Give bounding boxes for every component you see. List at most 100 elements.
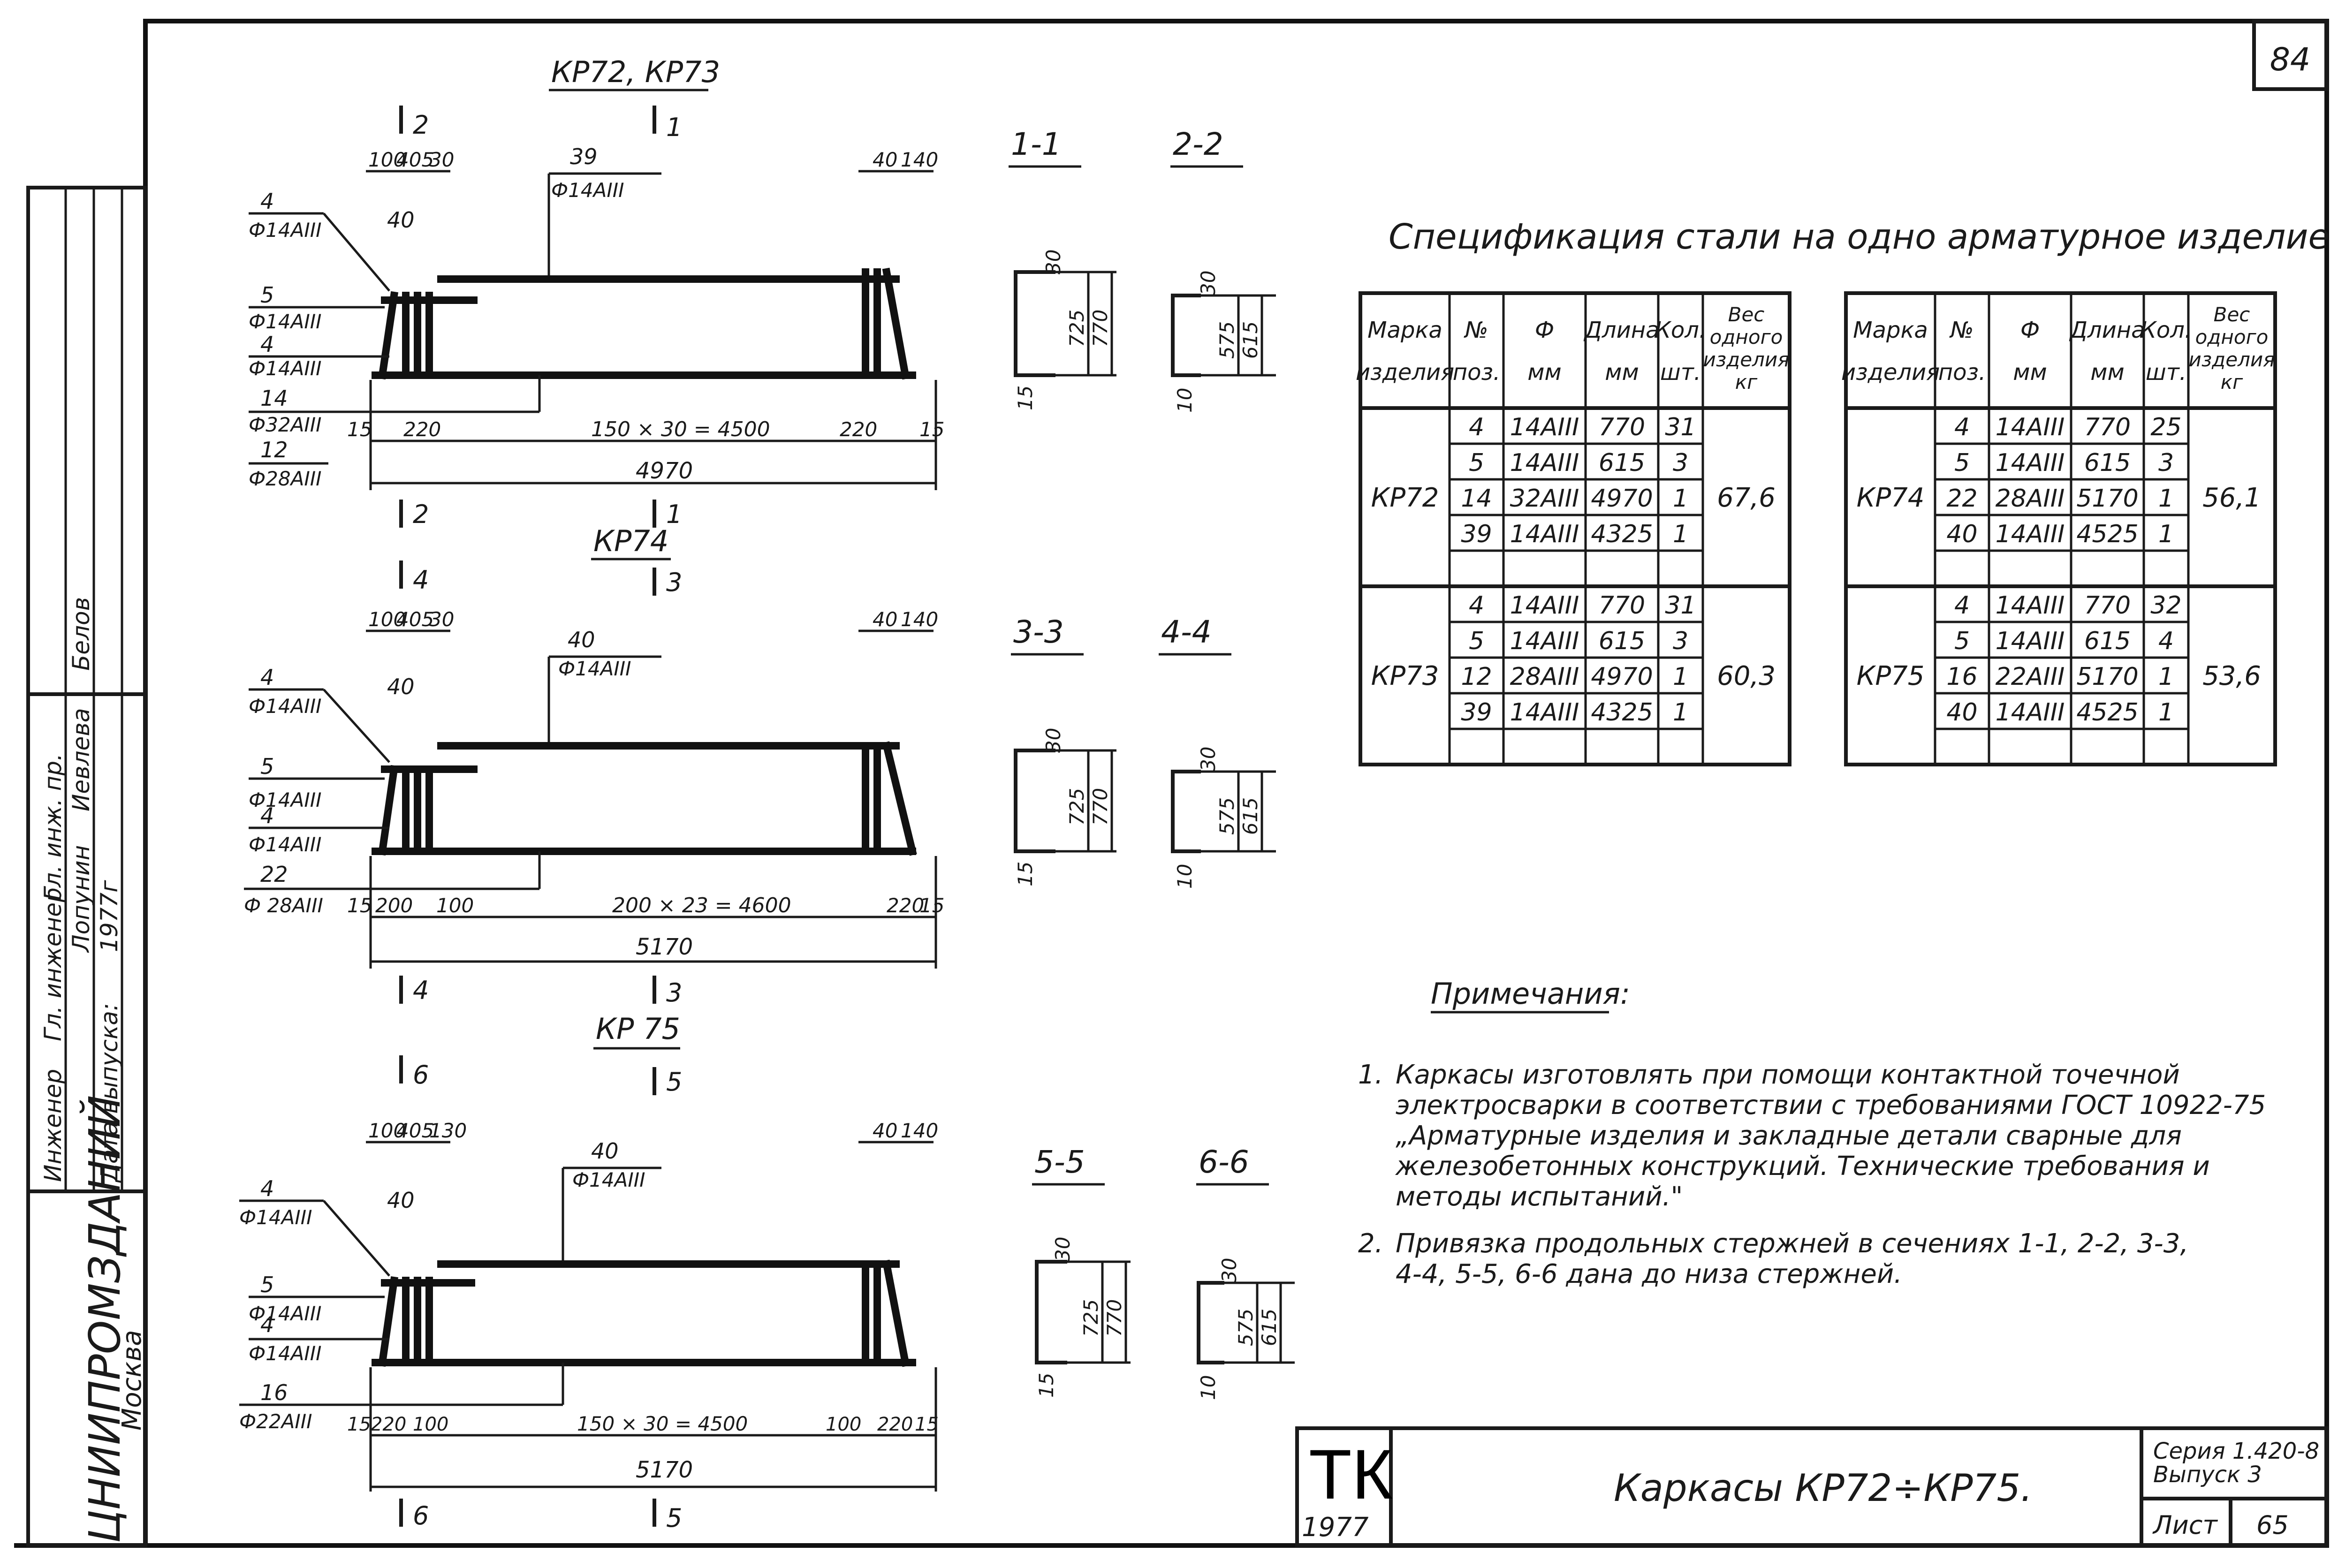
stamp-role-1: Гл. инженер bbox=[39, 887, 67, 1041]
section-dim: 615 bbox=[1239, 797, 1262, 835]
section-dim: 615 bbox=[1258, 1309, 1281, 1346]
dim-bottom: 100 bbox=[413, 1414, 448, 1435]
spec-cell: 14AIII bbox=[1510, 698, 1579, 727]
spec-header: изделия bbox=[1841, 359, 1940, 386]
note-line: „Арматурные изделия и закладные детали с… bbox=[1396, 1121, 2182, 1151]
side-stamp: ЦНИИПРОМЗДАНИЙ Москва Инженер Гл. инжене… bbox=[26, 186, 147, 1547]
section-label: 5-5 bbox=[1034, 1144, 1085, 1180]
frame-title: КР72, КР73 bbox=[551, 55, 720, 89]
spec-cell: 1 bbox=[1673, 485, 1688, 513]
spec-header: кг bbox=[2221, 371, 2243, 394]
spec-cell: 770 bbox=[1599, 413, 1645, 441]
spec-header: № bbox=[1464, 317, 1488, 343]
spec-mark: КР73 bbox=[1371, 661, 1439, 691]
spec-header: Длина bbox=[2069, 317, 2145, 343]
spec-cell: 40 bbox=[1946, 698, 1977, 727]
spec-cell: 32AIII bbox=[1510, 485, 1579, 513]
issue-label: Выпуск 3 bbox=[2153, 1462, 2262, 1488]
drawing-title: Каркасы КР72÷КР75. bbox=[1614, 1466, 2033, 1510]
spec-cell: 14AIII bbox=[1510, 627, 1579, 655]
spec-cell: 5 bbox=[1954, 449, 1970, 477]
side-num: 14 bbox=[260, 386, 288, 411]
spec-header: изделия bbox=[1703, 348, 1790, 371]
spec-header: Кол. bbox=[1655, 317, 1706, 343]
section-dim: 30 bbox=[1042, 728, 1065, 753]
side-spec: Ф14AIII bbox=[249, 1342, 322, 1365]
spec-cell: 770 bbox=[1599, 591, 1645, 620]
section-dim: 725 bbox=[1065, 788, 1088, 826]
dim-top: 130 bbox=[429, 1119, 467, 1142]
spec-cell: 4 bbox=[1954, 591, 1970, 620]
spec-cell: 14AIII bbox=[1510, 591, 1579, 620]
spec-cell: 5 bbox=[1954, 627, 1970, 655]
section-dim: 615 bbox=[1239, 321, 1262, 359]
total-length: 4970 bbox=[636, 458, 693, 484]
spec-cell: 770 bbox=[2084, 591, 2131, 620]
spec-cell: 3 bbox=[1673, 449, 1688, 477]
spec-cell: 4325 bbox=[1591, 698, 1653, 727]
side-spec: Ф14AIII bbox=[249, 833, 322, 856]
spec-cell: 14 bbox=[1461, 485, 1492, 513]
spec-cell: 4970 bbox=[1591, 485, 1653, 513]
dim-bottom: 150 × 30 = 4500 bbox=[591, 417, 770, 441]
sections-1: 1-1 2-2 30 725 770 15 30 575 615 10 bbox=[1009, 126, 1276, 413]
spec-weight: 67,6 bbox=[1717, 483, 1776, 513]
note-line: методы испытаний." bbox=[1396, 1182, 1683, 1212]
section-dim: 15 bbox=[1014, 386, 1037, 410]
frame-kr75: КР 75 6 5 100 405 130 40 140 40 Ф14AIII … bbox=[239, 1012, 939, 1533]
section-label: 6-6 bbox=[1199, 1144, 1249, 1180]
cut-label: 6 bbox=[413, 1060, 429, 1090]
spec-cell: 12 bbox=[1461, 663, 1492, 691]
note-number: 2. bbox=[1358, 1228, 1383, 1259]
section-dim: 725 bbox=[1079, 1299, 1102, 1337]
side-num: 5 bbox=[260, 754, 274, 779]
dim-top: 30 bbox=[429, 148, 454, 171]
dim-bottom: 220 bbox=[371, 1414, 406, 1435]
spec-header: изделия bbox=[2189, 348, 2275, 371]
side-spec: Ф32AIII bbox=[249, 413, 322, 436]
spec-cell: 4970 bbox=[1591, 663, 1653, 691]
section-dim: 770 bbox=[1089, 788, 1112, 826]
bar-num: 40 bbox=[591, 1138, 619, 1164]
cut-label: 3 bbox=[666, 568, 682, 597]
spec-weight: 53,6 bbox=[2202, 661, 2261, 691]
spec-cell: 14AIII bbox=[1996, 520, 2065, 548]
stamp-year: 1977 bbox=[1302, 1512, 1369, 1543]
side-spec: Ф14AIII bbox=[249, 310, 322, 333]
section-dim: 10 bbox=[1197, 1375, 1220, 1400]
section-dim: 725 bbox=[1065, 310, 1088, 347]
note-line: железобетонных конструкций. Технические … bbox=[1395, 1151, 2210, 1182]
dim-top: 405 bbox=[396, 148, 434, 171]
section-dim: 575 bbox=[1215, 797, 1238, 835]
spec-cell: 3 bbox=[1673, 627, 1688, 655]
section-dim: 15 bbox=[1035, 1373, 1058, 1398]
sections-3: 5-5 6-6 30 725 770 15 30 575 615 10 bbox=[1032, 1144, 1295, 1400]
dim-bottom: 15 bbox=[347, 894, 372, 917]
sheet-word: Лист bbox=[2152, 1510, 2218, 1540]
section-cage bbox=[1014, 749, 1055, 853]
dim-top: 40 bbox=[873, 148, 897, 171]
dim-top: 405 bbox=[396, 608, 434, 631]
spec-header: шт. bbox=[2146, 359, 2186, 386]
dim-bottom: 15 bbox=[915, 1414, 939, 1435]
spec-header: одного bbox=[1710, 326, 1783, 348]
spec-header: мм bbox=[2090, 359, 2124, 386]
note-line: Привязка продольных стержней в сечениях … bbox=[1396, 1228, 2188, 1259]
section-cage bbox=[1035, 1260, 1067, 1364]
spec-cell: 39 bbox=[1461, 698, 1492, 727]
spec-cell: 615 bbox=[2084, 627, 2131, 655]
cut-label: 2 bbox=[413, 500, 429, 529]
side-num: 4 bbox=[260, 665, 274, 690]
spec-cell: 14AIII bbox=[1996, 627, 2065, 655]
side-spec: Ф22AIII bbox=[239, 1410, 312, 1433]
side-spec: Ф28AIII bbox=[249, 467, 322, 490]
spec-cell: 14AIII bbox=[1996, 413, 2065, 441]
spec-mark: КР72 bbox=[1371, 483, 1439, 513]
side-num: 5 bbox=[260, 1272, 274, 1297]
stamp-role-0: Инженер bbox=[39, 1069, 67, 1182]
spec-cell: 615 bbox=[1599, 449, 1645, 477]
side-spec: Ф14AIII bbox=[249, 357, 322, 380]
spec-cell: 5170 bbox=[2076, 485, 2138, 513]
side-spec: Ф14AIII bbox=[249, 219, 322, 242]
spec-cell: 28AIII bbox=[1996, 485, 2065, 513]
